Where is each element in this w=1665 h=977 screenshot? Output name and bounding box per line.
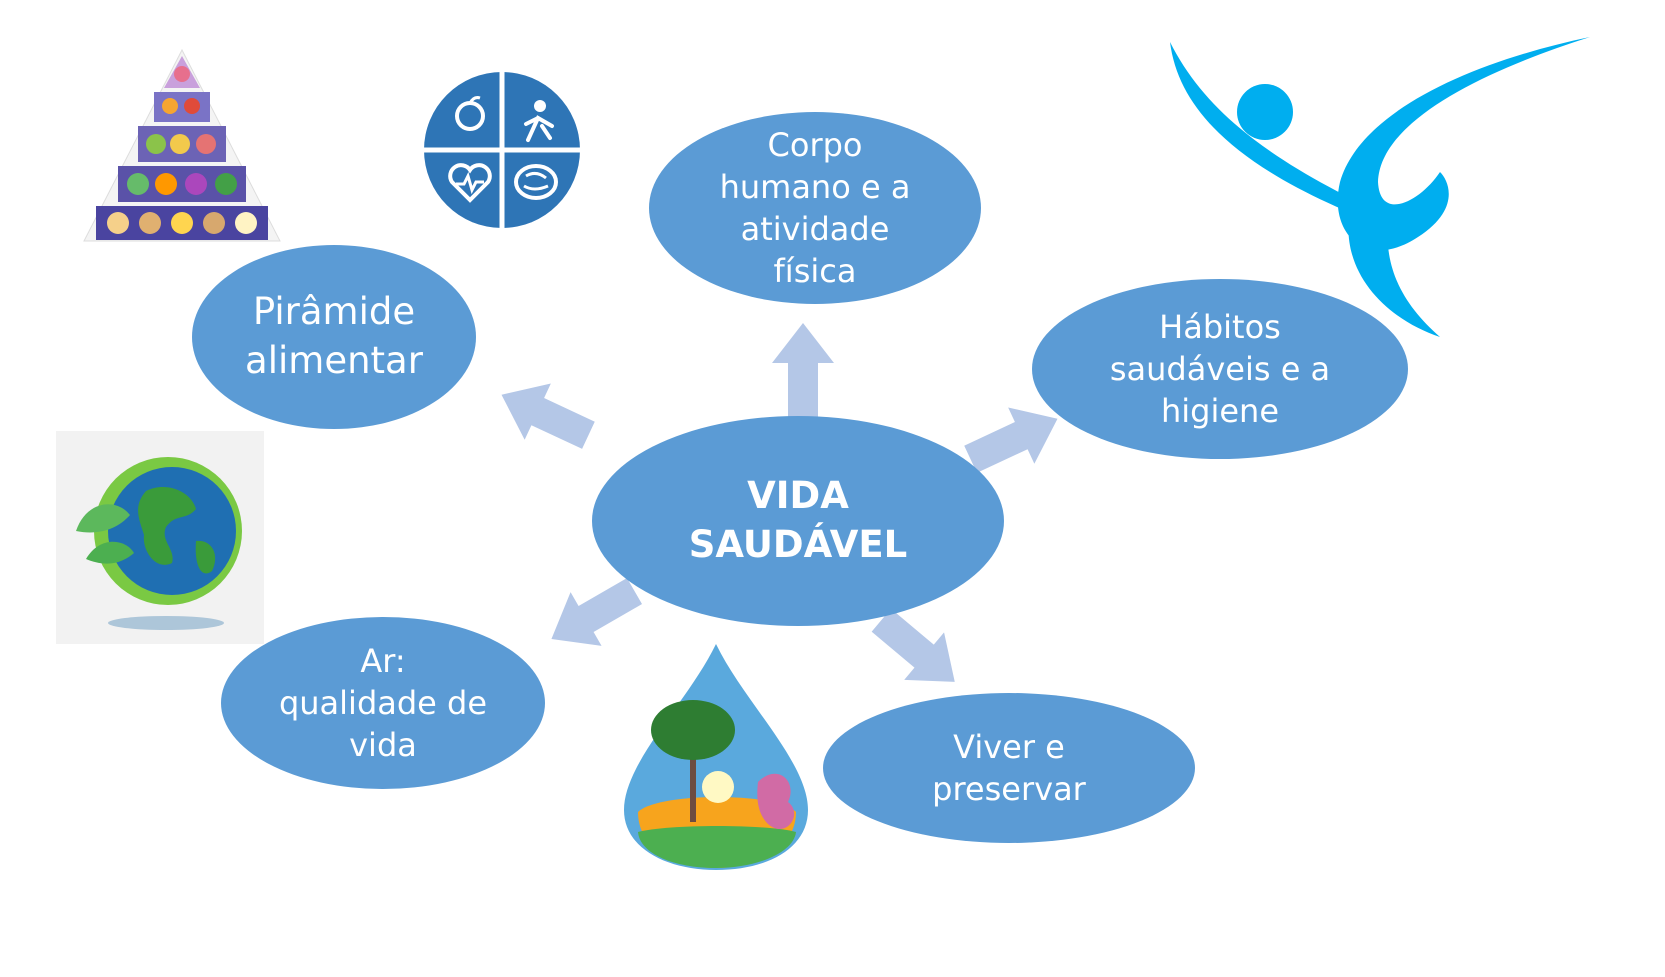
arrow-to-habitos <box>964 407 1058 473</box>
health-wheel-icon <box>424 72 580 228</box>
arrow-to-ar <box>551 578 643 646</box>
arrow-to-viver <box>871 608 955 682</box>
arrow-to-corpo <box>772 323 834 419</box>
topic-ar-qualidade-label: Ar: qualidade de vida <box>278 641 488 765</box>
center-vida-saudavel-label: VIDA SAUDÁVEL <box>688 474 908 566</box>
earth-leaves-icon <box>56 431 264 644</box>
arrow-to-piramide <box>501 383 595 449</box>
food-pyramid-icon <box>83 48 281 242</box>
topic-corpo-humano: Corpo humano e a atividade física <box>649 112 981 304</box>
athlete-logo-icon <box>1170 37 1590 337</box>
center-vida-saudavel: VIDA SAUDÁVEL <box>592 416 1004 626</box>
topic-habitos-saudaveis: Hábitos saudáveis e a higiene <box>1032 279 1408 459</box>
topic-piramide-alimentar: Pirâmide alimentar <box>192 245 476 429</box>
topic-corpo-humano-label: Corpo humano e a atividade física <box>719 125 911 291</box>
water-drop-nature-icon <box>624 644 808 870</box>
topic-ar-qualidade: Ar: qualidade de vida <box>221 617 545 789</box>
topic-piramide-alimentar-label: Pirâmide alimentar <box>245 290 423 382</box>
topic-viver-preservar-label: Viver e preservar <box>932 727 1086 808</box>
topic-viver-preservar: Viver e preservar <box>823 693 1195 843</box>
topic-habitos-saudaveis-label: Hábitos saudáveis e a higiene <box>1109 307 1331 431</box>
